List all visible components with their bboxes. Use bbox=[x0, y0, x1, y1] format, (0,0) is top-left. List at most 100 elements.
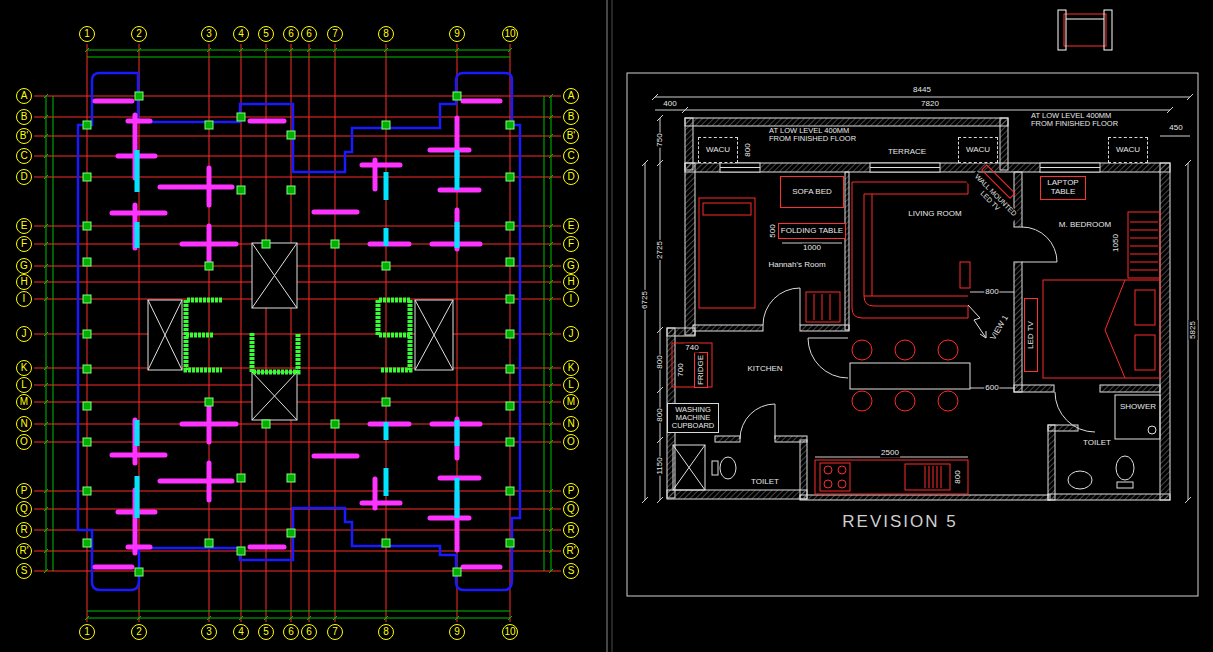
wall bbox=[1048, 494, 1170, 500]
hob-symbol bbox=[820, 463, 850, 491]
wacu-box: WACU bbox=[1108, 137, 1148, 163]
room-label: M. BEDROOM bbox=[1058, 221, 1112, 230]
shear-wall bbox=[384, 468, 389, 496]
grid-bubble: H bbox=[16, 274, 32, 290]
window bbox=[720, 163, 760, 172]
grid-label: A bbox=[21, 91, 28, 101]
box-text: WACU bbox=[1116, 146, 1140, 155]
dimension-tick bbox=[549, 440, 553, 444]
dimension-tick bbox=[549, 175, 553, 179]
view-arrow bbox=[980, 331, 986, 338]
grid-bubble: K bbox=[16, 360, 32, 376]
column bbox=[83, 539, 91, 547]
grid-label: R' bbox=[566, 546, 575, 556]
room-label: SHOWER bbox=[1119, 403, 1157, 412]
grid-bubble: 2 bbox=[131, 624, 147, 640]
column bbox=[331, 420, 339, 428]
dimension-label: 400 bbox=[662, 100, 677, 109]
grid-line bbox=[34, 551, 561, 552]
grid-bubble: G bbox=[563, 258, 579, 274]
grid-line bbox=[34, 177, 561, 178]
dimension-tick bbox=[44, 383, 48, 387]
chair-symbol bbox=[852, 340, 872, 360]
note-text: AT LOW LEVEL 400MM FROM FINISHED FLOOR bbox=[1030, 112, 1124, 129]
dimension-tick bbox=[239, 48, 243, 52]
grid-label: P bbox=[21, 486, 28, 496]
wall bbox=[1014, 262, 1022, 392]
grid-label: 10 bbox=[504, 627, 515, 637]
grid-label: O bbox=[20, 437, 28, 447]
grid-label: L bbox=[568, 380, 574, 390]
column bbox=[506, 539, 514, 547]
dimension-tick bbox=[44, 440, 48, 444]
dimension-tick bbox=[85, 48, 89, 52]
grid-bubble: 5 bbox=[258, 26, 274, 42]
column bbox=[83, 438, 91, 446]
note-text: AT LOW LEVEL 400MM FROM FINISHED FLOOR bbox=[768, 127, 862, 144]
grid-bubble: R' bbox=[16, 543, 32, 559]
grid-label: I bbox=[570, 294, 573, 304]
shower-tray bbox=[673, 445, 705, 490]
grid-label: G bbox=[20, 261, 28, 271]
grid-label: H bbox=[567, 277, 574, 287]
grid-bubble: K bbox=[563, 360, 579, 376]
dimension-tick bbox=[307, 616, 311, 620]
furniture-box: FRIDGE bbox=[694, 352, 709, 387]
grid-label: E bbox=[568, 221, 575, 231]
wall bbox=[1048, 425, 1055, 500]
beam bbox=[362, 501, 400, 506]
beam bbox=[207, 406, 212, 442]
grid-label: E bbox=[21, 221, 28, 231]
beam bbox=[112, 453, 165, 458]
door-leaf bbox=[800, 288, 801, 325]
column bbox=[506, 121, 514, 129]
grid-label: F bbox=[568, 239, 574, 249]
dimension-line bbox=[87, 611, 510, 612]
grid-bubble: 6 bbox=[301, 26, 317, 42]
grid-label: B bbox=[568, 112, 575, 122]
column bbox=[382, 398, 390, 406]
grid-bubble: B' bbox=[563, 128, 579, 144]
room-label: KITCHEN bbox=[746, 365, 783, 374]
grid-label: D bbox=[20, 172, 27, 182]
grid-bubble: 7 bbox=[327, 624, 343, 640]
sink-symbol bbox=[925, 466, 941, 488]
box-text: LED TV bbox=[1027, 321, 1036, 349]
dimension-tick bbox=[549, 383, 553, 387]
column bbox=[506, 330, 514, 338]
dimension-tick bbox=[307, 48, 311, 52]
lift-shaft bbox=[415, 300, 453, 370]
dimension-tick bbox=[44, 115, 48, 119]
dimension-tick bbox=[657, 160, 663, 166]
shear-wall bbox=[135, 420, 140, 446]
wc-symbol bbox=[712, 461, 718, 475]
dimension-tick bbox=[549, 242, 553, 246]
sofa-symbol bbox=[864, 194, 968, 296]
grid-label: F bbox=[21, 239, 27, 249]
column bbox=[262, 420, 270, 428]
grid-line bbox=[309, 44, 310, 622]
dimension-tick bbox=[207, 48, 211, 52]
shear-wall bbox=[135, 222, 140, 248]
shelf-symbol bbox=[830, 294, 831, 320]
dimension-tick bbox=[549, 366, 553, 370]
grid-line bbox=[335, 44, 336, 622]
wall bbox=[685, 163, 695, 335]
door-swing bbox=[808, 338, 848, 378]
wall bbox=[685, 118, 1008, 126]
dimension-label: 1000 bbox=[802, 244, 822, 253]
grid-bubble: F bbox=[16, 236, 32, 252]
dimension-tick bbox=[44, 400, 48, 404]
room-label: TOILET bbox=[1082, 439, 1112, 448]
dimension-tick bbox=[549, 297, 553, 301]
grid-bubble: R bbox=[16, 522, 32, 538]
dimension-tick bbox=[652, 94, 658, 100]
column bbox=[83, 330, 91, 338]
grid-line bbox=[34, 96, 561, 97]
grid-line bbox=[34, 226, 561, 227]
dimension-tick bbox=[549, 400, 553, 404]
core-wall bbox=[252, 333, 298, 372]
lift-shaft bbox=[252, 372, 297, 420]
shear-wall bbox=[455, 222, 460, 248]
dimension-tick bbox=[549, 154, 553, 158]
